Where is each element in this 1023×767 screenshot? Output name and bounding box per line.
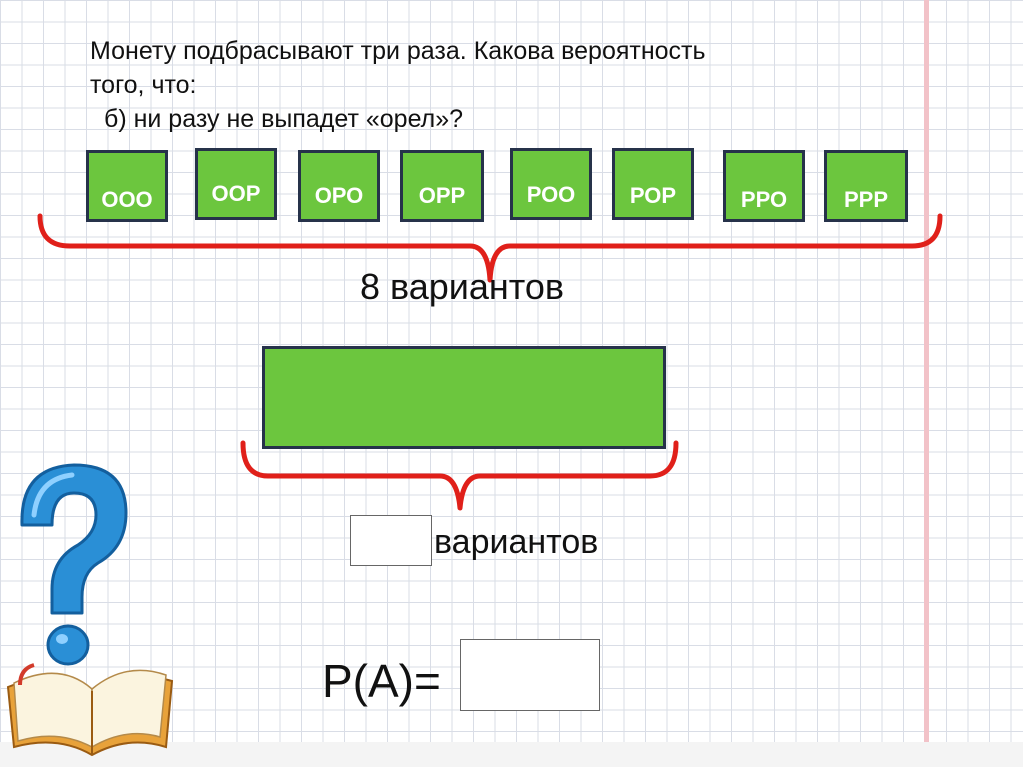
question-line-2: того, что:: [90, 71, 197, 99]
probability-answer-blank[interactable]: [460, 639, 600, 711]
probability-label: P(A)=: [322, 655, 441, 707]
outcome-label: ООР: [211, 181, 261, 206]
outcome-label: ОРО: [314, 183, 364, 208]
outcome-cell-6: РОР: [612, 148, 694, 220]
question-line-1: Монету подбрасывают три раза. Какова вер…: [90, 37, 706, 65]
outcome-cell-4: ОРР: [400, 150, 484, 222]
outcome-cell-3: ОРО: [298, 150, 380, 222]
favorable-count-blank[interactable]: [350, 515, 432, 566]
outcome-label: РРР: [843, 187, 889, 212]
bottom-strip: [0, 742, 1023, 767]
outcome-label: РОО: [526, 182, 576, 207]
question-line-3: б) ни разу не выпадет «орел»?: [104, 105, 464, 133]
outcome-label: ООО: [101, 187, 153, 212]
question-text: Монету подбрасывают три раза. Какова вер…: [90, 34, 890, 136]
outcome-cell-7: РРО: [723, 150, 805, 222]
outcome-cell-2: ООР: [195, 148, 277, 220]
outcome-label: РРО: [740, 187, 788, 212]
notebook-margin-line: [924, 0, 929, 767]
question-mark-book-icon: [6, 463, 174, 757]
outcome-cell-5: РОО: [510, 148, 592, 220]
outcome-cell-1: ООО: [86, 150, 168, 222]
outcome-label: РОР: [629, 183, 677, 208]
outcome-label: ОРР: [418, 183, 466, 208]
favorable-count-label: вариантов: [434, 523, 599, 561]
favorable-outcomes-box: [262, 346, 666, 449]
total-outcomes-label: 8 вариантов: [360, 266, 565, 307]
outcome-cell-8: РРР: [824, 150, 908, 222]
